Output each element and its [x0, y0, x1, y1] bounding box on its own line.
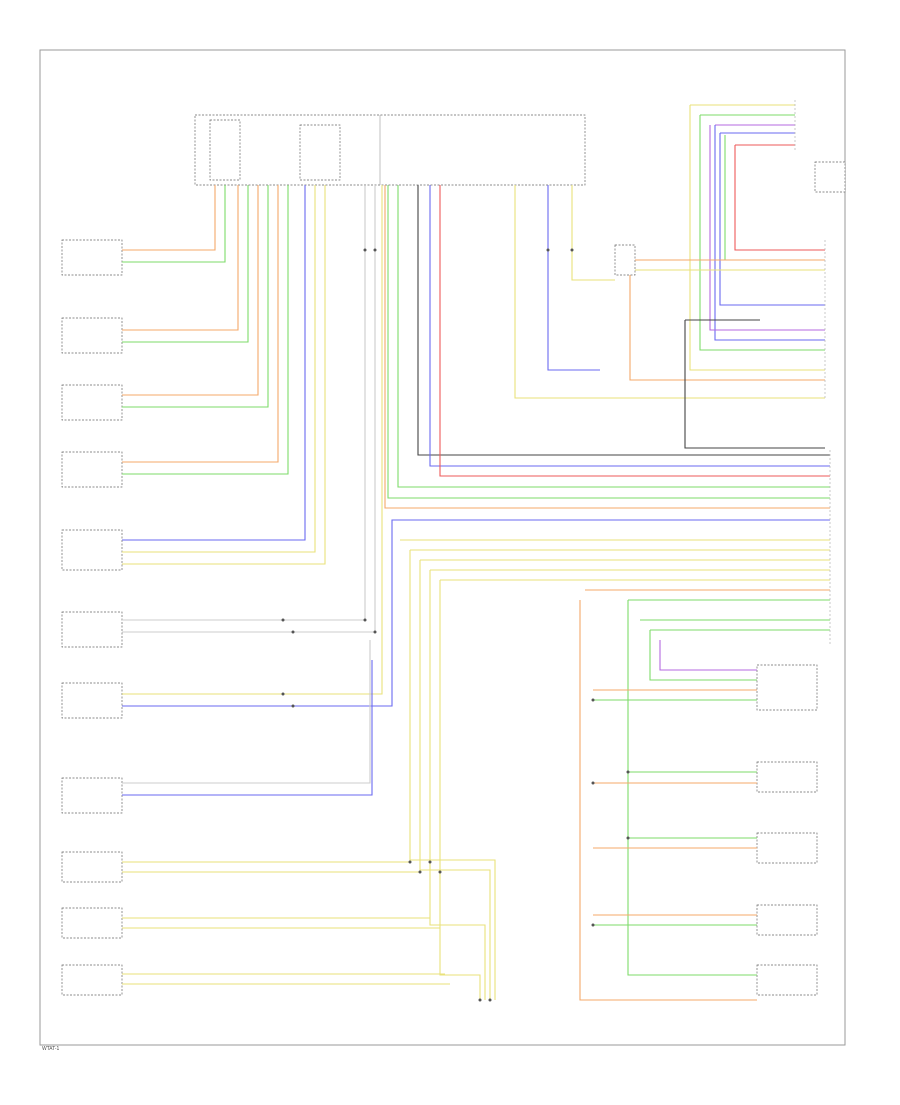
wire [579, 600, 757, 1001]
wire [649, 630, 757, 681]
wires-left [122, 185, 830, 796]
wires-right [514, 104, 830, 1001]
page-code: WTAT-1 [42, 1046, 59, 1052]
control-module [194, 114, 586, 186]
wire [122, 185, 383, 695]
splice-dot [591, 698, 595, 702]
component-box [61, 317, 123, 354]
wire [122, 185, 226, 263]
splice-dot [363, 618, 367, 622]
splice-dot [291, 630, 295, 634]
wire [429, 185, 830, 467]
component-box [756, 832, 818, 864]
wire [122, 185, 326, 565]
splice-dot [373, 248, 377, 252]
right-components [614, 161, 846, 996]
component-box [61, 777, 123, 814]
wires-bus [122, 185, 830, 1000]
splice-dot [428, 860, 432, 864]
component-box [61, 239, 123, 276]
wire [439, 185, 830, 477]
wire [122, 185, 316, 553]
component-box [61, 907, 123, 939]
wire [689, 105, 825, 371]
component-box [756, 761, 818, 793]
component-box [756, 664, 818, 711]
left-components [61, 239, 123, 996]
component-box [756, 964, 818, 996]
wire [714, 125, 825, 341]
wire [122, 185, 289, 475]
wire [629, 275, 825, 381]
splices [281, 248, 630, 1002]
wire [699, 115, 825, 351]
splice-dot [626, 770, 630, 774]
component-box [61, 529, 123, 571]
wire [659, 640, 757, 671]
component-box [61, 384, 123, 421]
splice-dot [438, 870, 442, 874]
splice-dot [570, 248, 574, 252]
splice-dot [418, 870, 422, 874]
wire [547, 185, 600, 371]
splice-dot [291, 704, 295, 708]
component-box [61, 682, 123, 719]
wire [709, 125, 825, 331]
wire [419, 560, 491, 1000]
switch-box [614, 244, 636, 276]
diagram-frame [39, 49, 846, 1046]
component-box [814, 161, 846, 193]
component-box [61, 851, 123, 883]
splice-dot [281, 618, 285, 622]
splice-dot [546, 248, 550, 252]
wire [122, 185, 216, 251]
splice-dot [591, 923, 595, 927]
wire [397, 185, 830, 488]
component-box [61, 611, 123, 648]
splice-dot [281, 692, 285, 696]
wire [684, 320, 825, 449]
wire [719, 133, 825, 306]
wire [429, 570, 486, 1000]
module-connector-b [299, 124, 341, 181]
wire [122, 640, 371, 784]
wire [122, 185, 269, 408]
splice-dot [363, 248, 367, 252]
wire [734, 145, 825, 251]
module-connector-a [209, 119, 241, 181]
wire [417, 185, 830, 456]
wire [724, 135, 825, 261]
wire [122, 519, 830, 707]
wire [409, 550, 496, 1000]
splice-dot [626, 836, 630, 840]
splice-dot [488, 998, 492, 1002]
component-box [61, 451, 123, 488]
wire [439, 580, 481, 1000]
wire [571, 185, 615, 281]
connector-pins [794, 100, 831, 645]
wire [122, 185, 259, 396]
wire [122, 185, 279, 463]
splice-dot [408, 860, 412, 864]
wire [514, 185, 825, 399]
component-box [61, 964, 123, 996]
component-box [756, 904, 818, 936]
wire [384, 185, 830, 509]
splice-dot [373, 630, 377, 634]
splice-dot [478, 998, 482, 1002]
wire [627, 600, 757, 976]
splice-dot [591, 781, 595, 785]
wire [122, 185, 306, 541]
wire [122, 185, 239, 331]
wire [387, 185, 830, 499]
wire [122, 660, 373, 796]
wire [122, 185, 249, 343]
